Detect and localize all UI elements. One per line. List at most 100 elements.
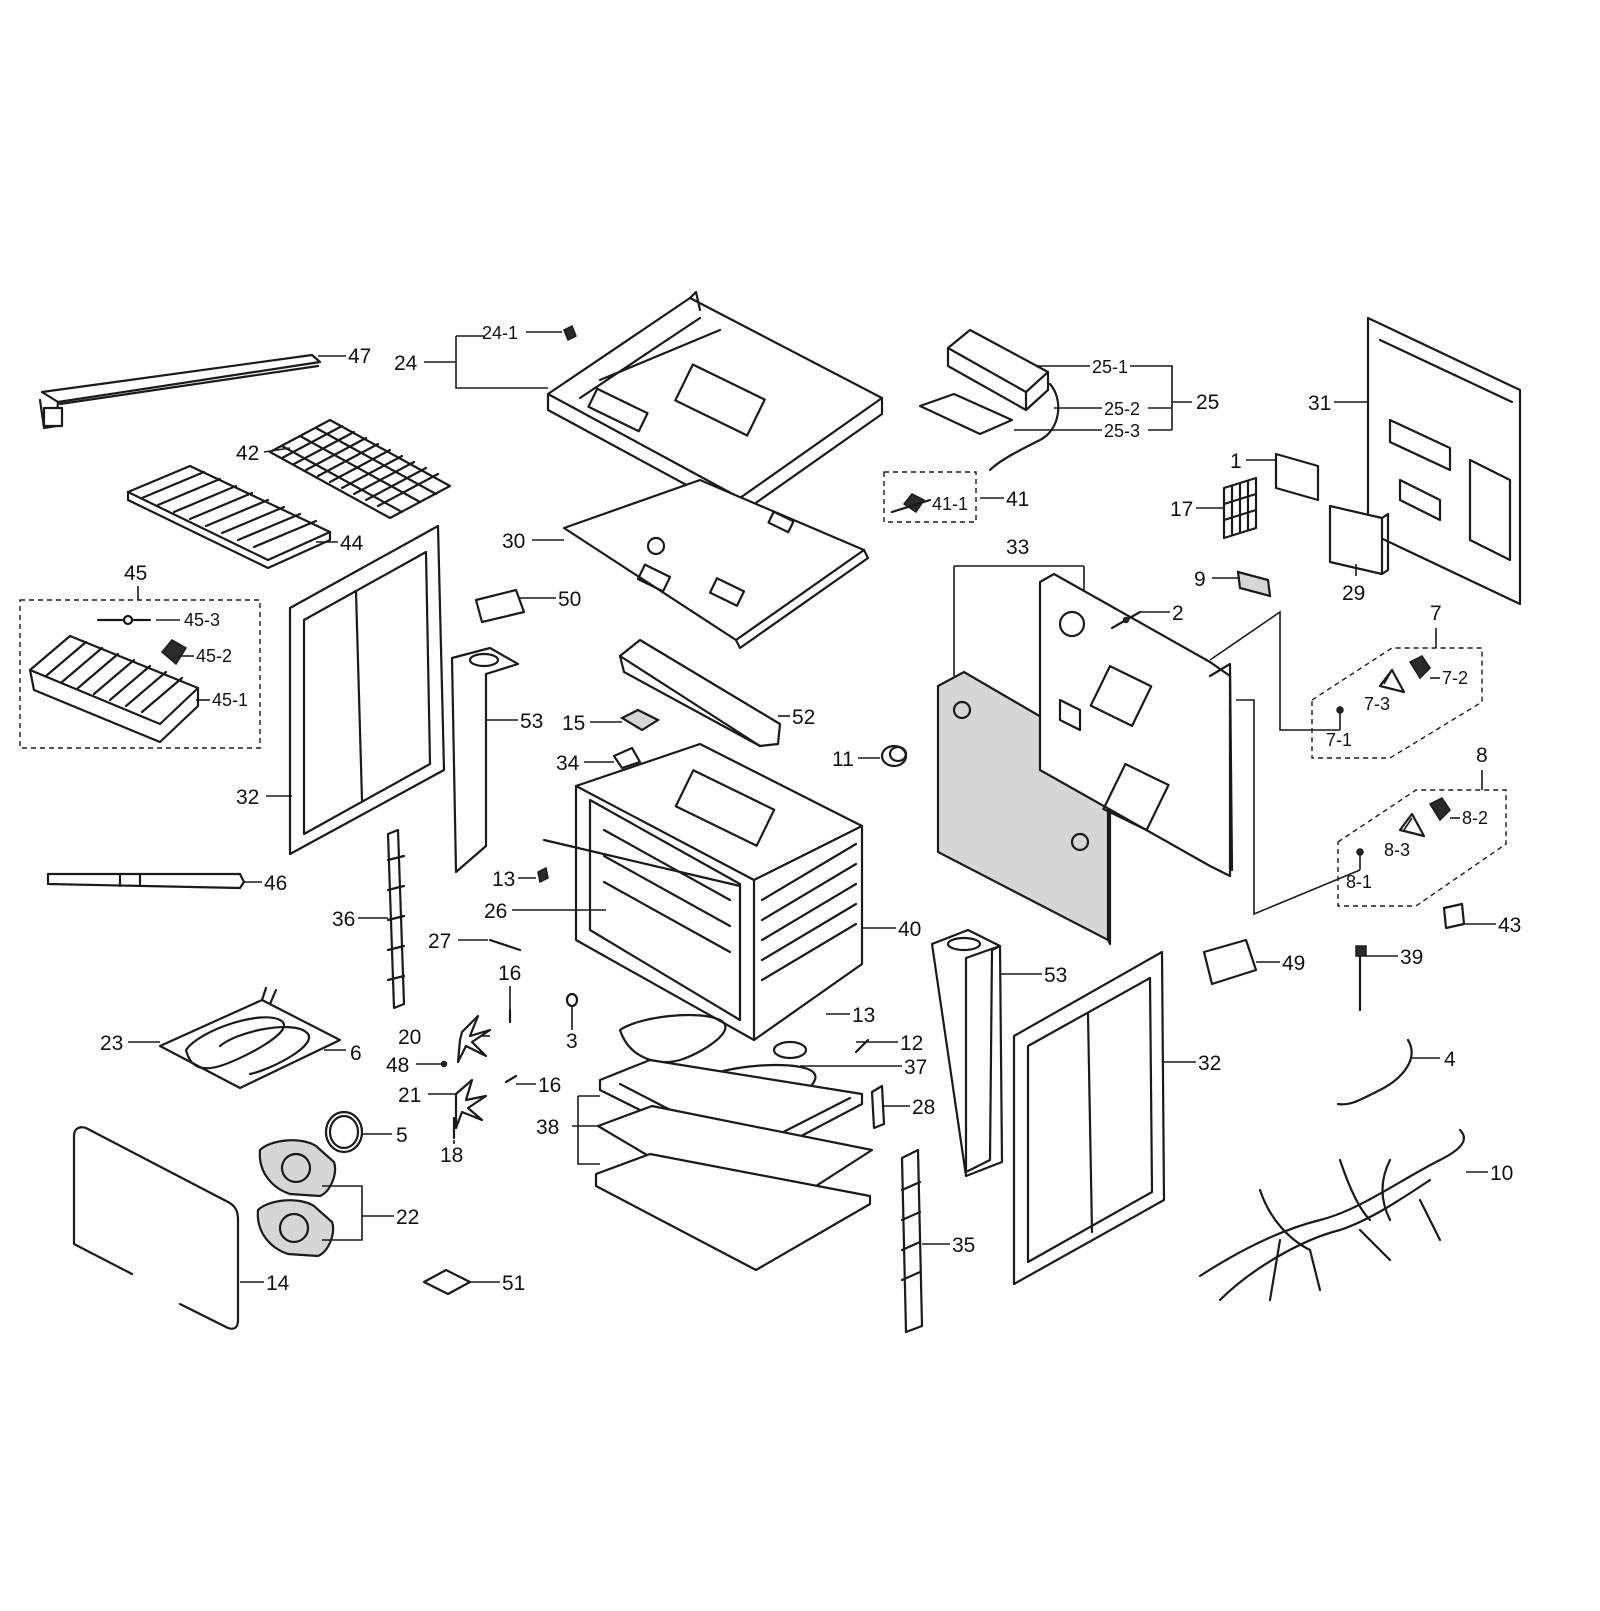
callout-46: 46 <box>264 872 287 895</box>
part-22-fan-cover <box>256 1139 337 1258</box>
callout-51: 51 <box>502 1272 525 1295</box>
callout-7-2: 7-2 <box>1442 668 1468 688</box>
callout-25: 25 <box>1196 391 1219 414</box>
part-31-rear-panel <box>1366 316 1522 606</box>
callout-1: 1 <box>1230 450 1242 473</box>
callout-37: 37 <box>904 1056 927 1079</box>
callout-39: 39 <box>1400 946 1423 969</box>
group-box-7 <box>1311 647 1483 759</box>
callout-18: 18 <box>440 1144 463 1167</box>
part-9-connector <box>1236 570 1272 598</box>
part-2-screw <box>1110 610 1142 630</box>
callout-8-2: 8-2 <box>1462 808 1488 828</box>
callout-50: 50 <box>558 588 581 611</box>
callout-4: 4 <box>1444 1048 1456 1071</box>
part-17-vent-grille <box>1222 476 1258 540</box>
part-38-bottom-pan <box>594 1058 874 1272</box>
part-15-cover <box>619 708 661 732</box>
callout-12: 12 <box>900 1032 923 1055</box>
callout-53b: 53 <box>1044 964 1067 987</box>
callout-45-2: 45-2 <box>196 646 232 666</box>
part-8-2-switch <box>1428 797 1451 822</box>
part-25-3-bracket <box>918 392 1014 436</box>
callout-36: 36 <box>332 908 355 931</box>
callout-33: 33 <box>1006 536 1029 559</box>
callout-29: 29 <box>1342 582 1365 605</box>
callout-21: 21 <box>398 1084 421 1107</box>
part-29-bracket <box>1328 504 1390 576</box>
part-24-top-frame <box>546 290 884 516</box>
callout-24: 24 <box>394 352 418 375</box>
part-44-glide-rack <box>126 464 332 570</box>
callout-26: 26 <box>484 900 507 923</box>
callout-20: 20 <box>398 1026 421 1049</box>
part-36-hinge-strip <box>386 828 406 1010</box>
callout-6: 6 <box>350 1042 362 1065</box>
callout-53a: 53 <box>520 710 543 733</box>
part-3-lamp <box>565 992 579 1008</box>
part-47-top-rail <box>38 353 322 430</box>
callout-45-1: 45-1 <box>212 690 248 710</box>
group-box-8 <box>1337 789 1507 907</box>
part-53-right-duct <box>930 928 1004 1178</box>
callout-14: 14 <box>266 1272 290 1295</box>
callout-8: 8 <box>1476 744 1488 767</box>
callout-42: 42 <box>236 442 259 465</box>
callout-41: 41 <box>1006 488 1029 511</box>
callout-49: 49 <box>1282 952 1305 975</box>
callout-28: 28 <box>912 1096 935 1119</box>
callout-45: 45 <box>124 562 147 585</box>
part-16-spacer-bottom <box>504 1074 518 1084</box>
part-10-wire-harness <box>1198 1128 1465 1302</box>
part-43-plate <box>1442 902 1466 930</box>
part-45-3-rod <box>96 614 152 626</box>
part-32-left-side-panel <box>288 524 446 856</box>
part-11-knob <box>880 744 908 768</box>
callout-25-3: 25-3 <box>1104 421 1140 441</box>
part-1-label-plate <box>1274 452 1320 502</box>
part-7-2-switch <box>1408 655 1431 680</box>
callout-31: 31 <box>1308 392 1331 415</box>
callout-30: 30 <box>502 530 525 553</box>
callout-38: 38 <box>536 1116 559 1139</box>
part-4-wire <box>1336 1038 1413 1106</box>
part-25-1-heater <box>946 328 1050 412</box>
callout-32a: 32 <box>236 786 259 809</box>
callout-11: 11 <box>832 748 854 771</box>
part-33-inner-back <box>1038 572 1234 878</box>
callout-24-1: 24-1 <box>482 323 518 343</box>
part-46-handle <box>46 872 246 890</box>
callout-40: 40 <box>898 918 921 941</box>
callout-16b: 16 <box>538 1074 561 1097</box>
callout-8-1: 8-1 <box>1346 872 1372 892</box>
callout-8-3: 8-3 <box>1384 840 1410 860</box>
callout-2: 2 <box>1172 602 1184 625</box>
callout-23: 23 <box>100 1032 123 1055</box>
part-30-cover-panel <box>562 478 870 650</box>
callout-9: 9 <box>1194 568 1206 591</box>
part-5-lamp-lens <box>324 1110 364 1154</box>
part-21-fan <box>454 1078 488 1130</box>
callout-17: 17 <box>1170 498 1193 521</box>
part-53-left-duct <box>450 646 520 874</box>
callout-7-1: 7-1 <box>1326 730 1352 750</box>
callout-7: 7 <box>1430 602 1442 625</box>
part-7-3-lever <box>1378 668 1406 694</box>
callout-27: 27 <box>428 930 451 953</box>
part-49-bracket <box>1202 938 1258 986</box>
part-52-vent-bar <box>618 638 782 748</box>
leader-lines <box>128 331 1496 1283</box>
group-box-45 <box>19 599 261 749</box>
part-42-oven-rack <box>268 418 452 520</box>
callout-45-3: 45-3 <box>184 610 220 630</box>
part-51-bracket <box>422 1268 472 1296</box>
part-40-oven-cavity <box>574 742 864 1042</box>
callout-10: 10 <box>1490 1162 1513 1185</box>
callout-44: 44 <box>340 532 364 555</box>
callout-5: 5 <box>396 1124 408 1147</box>
part-25-2-wire <box>988 382 1060 472</box>
part-8-3-lever <box>1398 812 1426 838</box>
group-box-41 <box>883 471 977 523</box>
